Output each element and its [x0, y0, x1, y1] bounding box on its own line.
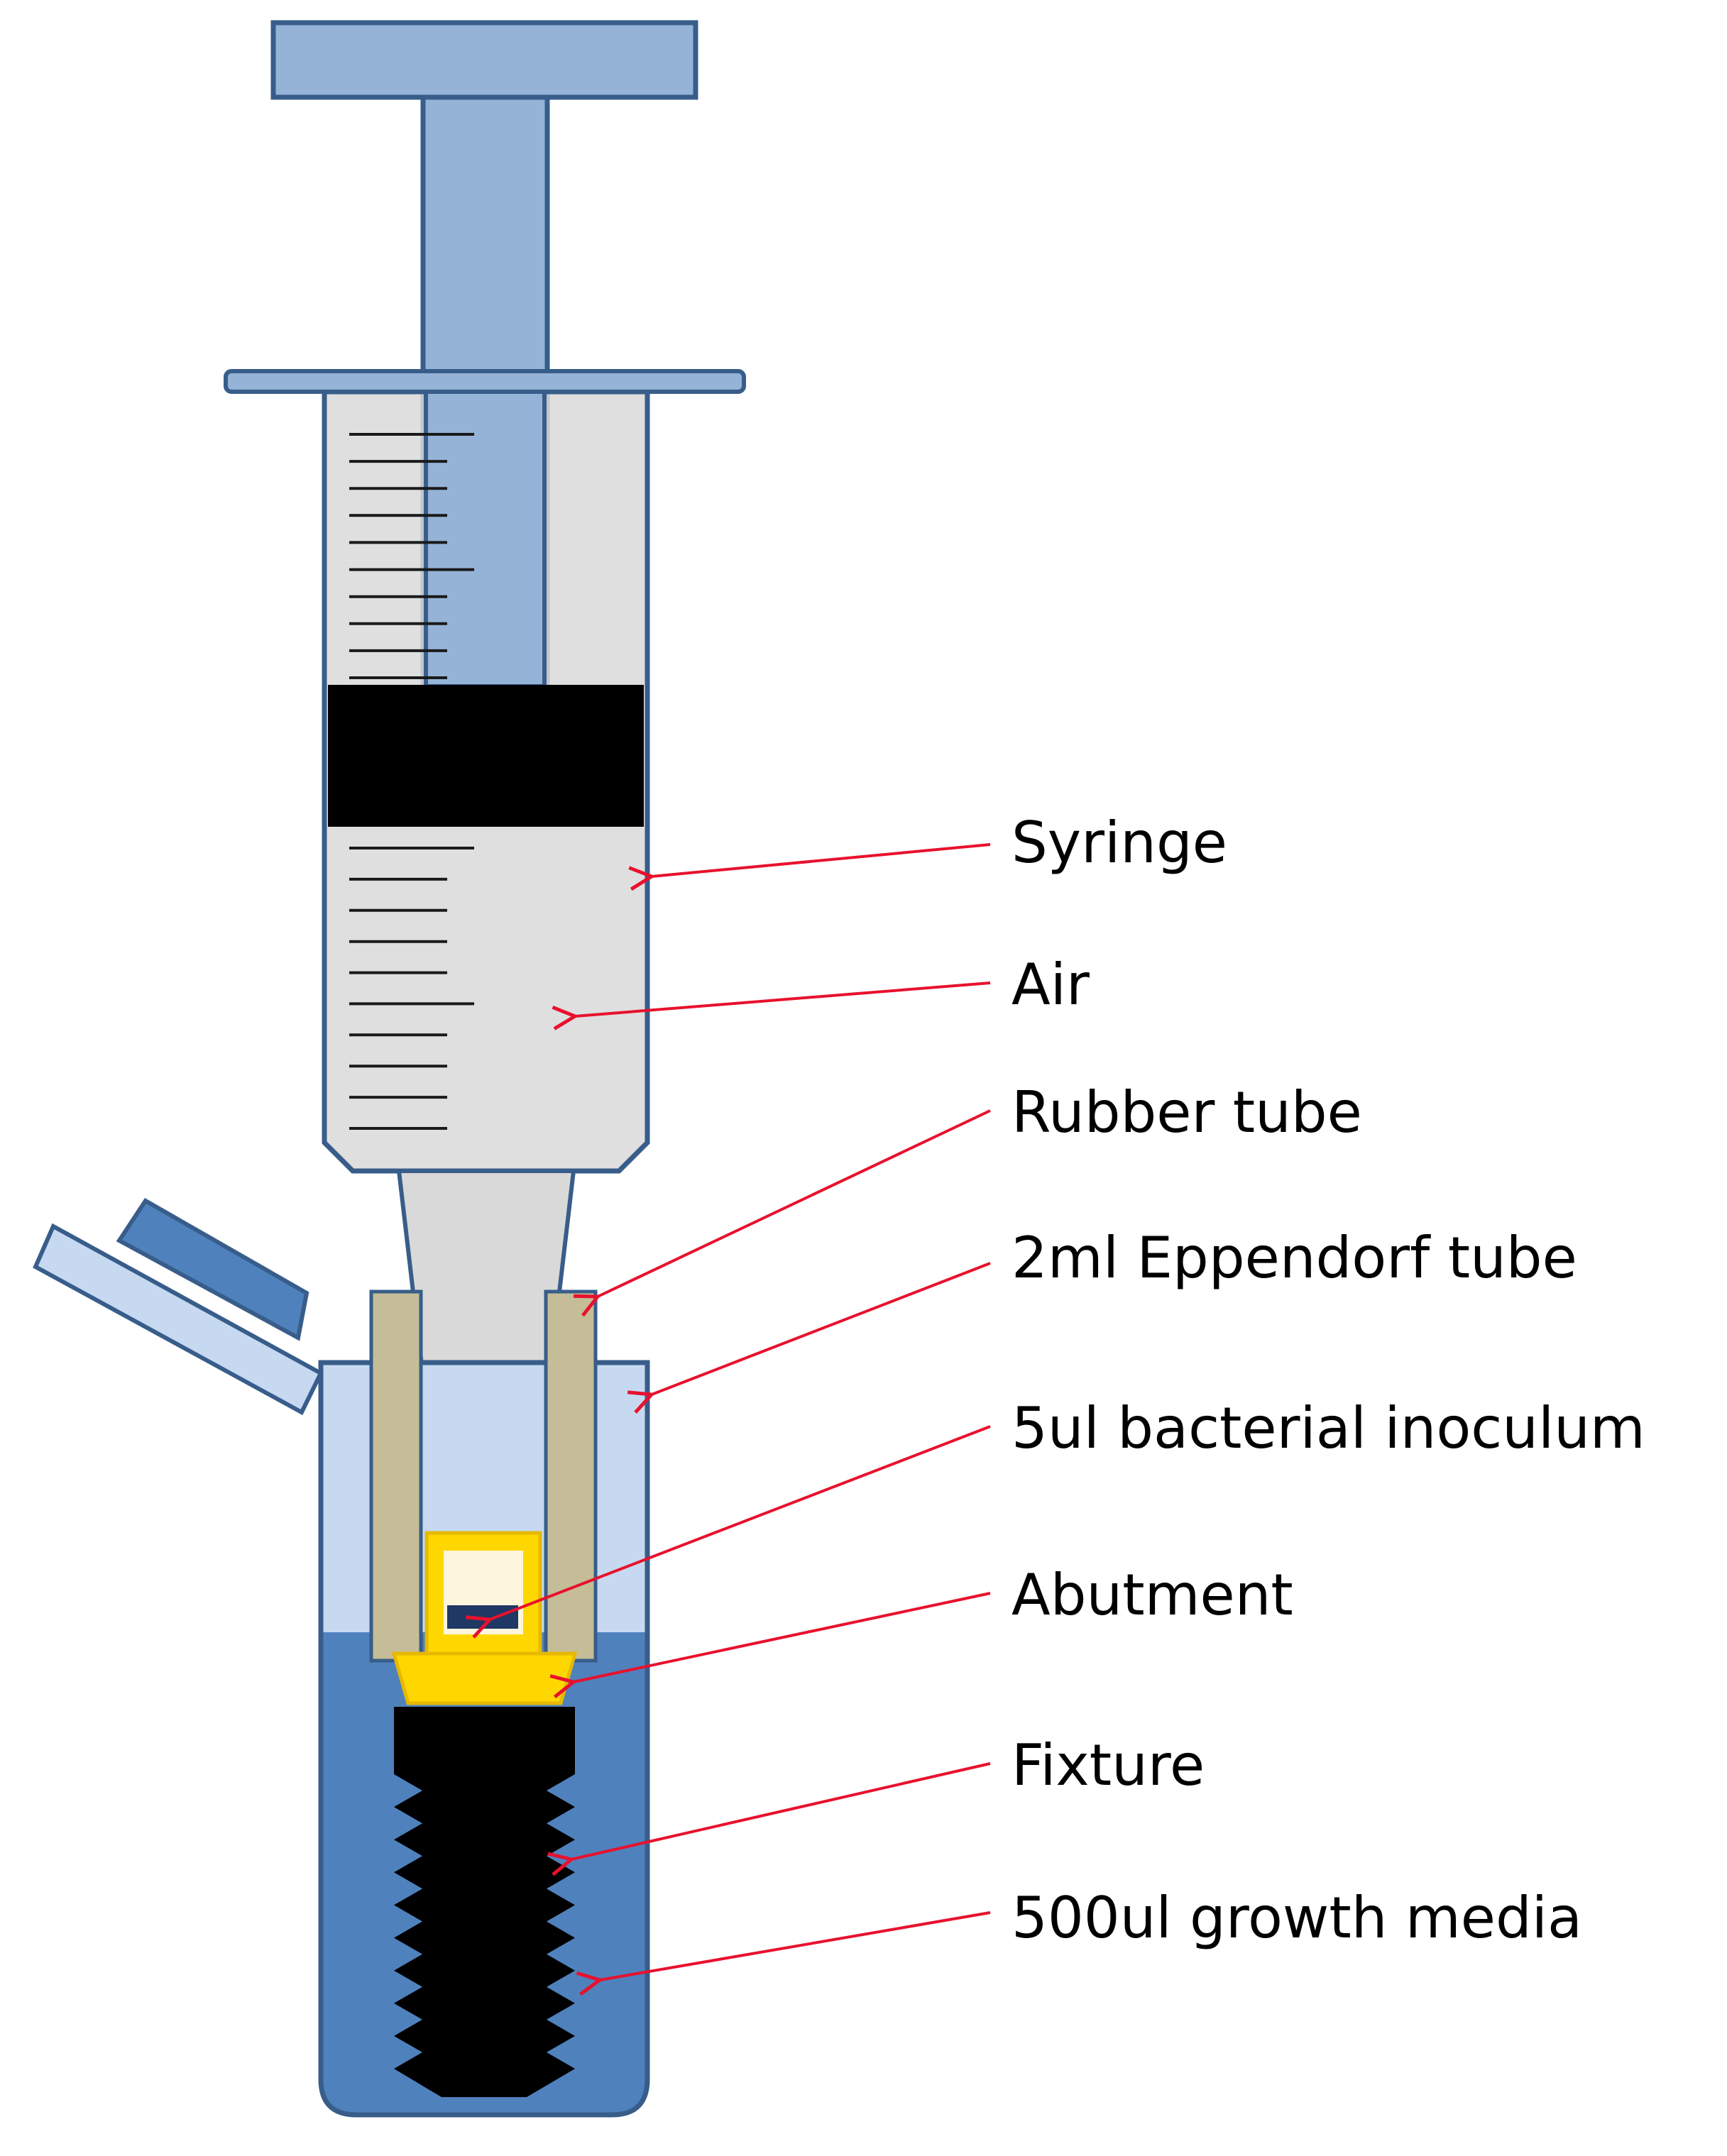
- cap-lid: [33, 1223, 324, 1416]
- arrow-abutment: [574, 1592, 991, 1682]
- inoculum-dot: [447, 1605, 518, 1629]
- eppendorf-cap: [33, 1197, 324, 1416]
- rubber-tube-left-wall: [369, 1289, 423, 1663]
- implant-fixture: [394, 1707, 575, 2097]
- arrow-syringe: [652, 843, 991, 876]
- tube-outline: [318, 1360, 650, 2118]
- rubber-tube-right-wall: [544, 1289, 598, 1663]
- syringe-flange: [224, 369, 746, 394]
- label-air: Air: [1011, 952, 1090, 1018]
- label-fixture: Fixture: [1011, 1732, 1205, 1798]
- arrow-media: [600, 1911, 991, 1980]
- labels: Syringe Air Rubber tube 2ml Eppendorf tu…: [1011, 810, 1645, 1951]
- label-bacterial-inoculum: 5ul bacterial inoculum: [1011, 1395, 1645, 1461]
- arrow-eppendorf: [652, 1262, 991, 1395]
- label-growth-media: 500ul growth media: [1011, 1885, 1582, 1951]
- plunger-rod-inside: [424, 390, 547, 688]
- arrow-rubber-tube: [598, 1109, 991, 1297]
- label-abutment: Abutment: [1011, 1562, 1293, 1628]
- arrow-fixture: [571, 1762, 991, 1859]
- syringe-barrel: [224, 369, 746, 1482]
- rubber-tube: [369, 1289, 598, 1663]
- barrel-graduations: [349, 433, 474, 1130]
- arrow-inoculum: [490, 1425, 991, 1619]
- plunger-thumb-rest: [270, 20, 698, 100]
- label-eppendorf-tube: 2ml Eppendorf tube: [1011, 1225, 1577, 1291]
- leader-arrows: [490, 843, 991, 1980]
- abutment-collar: [391, 1651, 578, 1705]
- label-syringe: Syringe: [1011, 810, 1227, 876]
- cap-plug: [116, 1197, 309, 1341]
- label-rubber-tube: Rubber tube: [1011, 1079, 1362, 1145]
- arrow-air: [575, 981, 991, 1016]
- rubber-stopper: [328, 685, 644, 827]
